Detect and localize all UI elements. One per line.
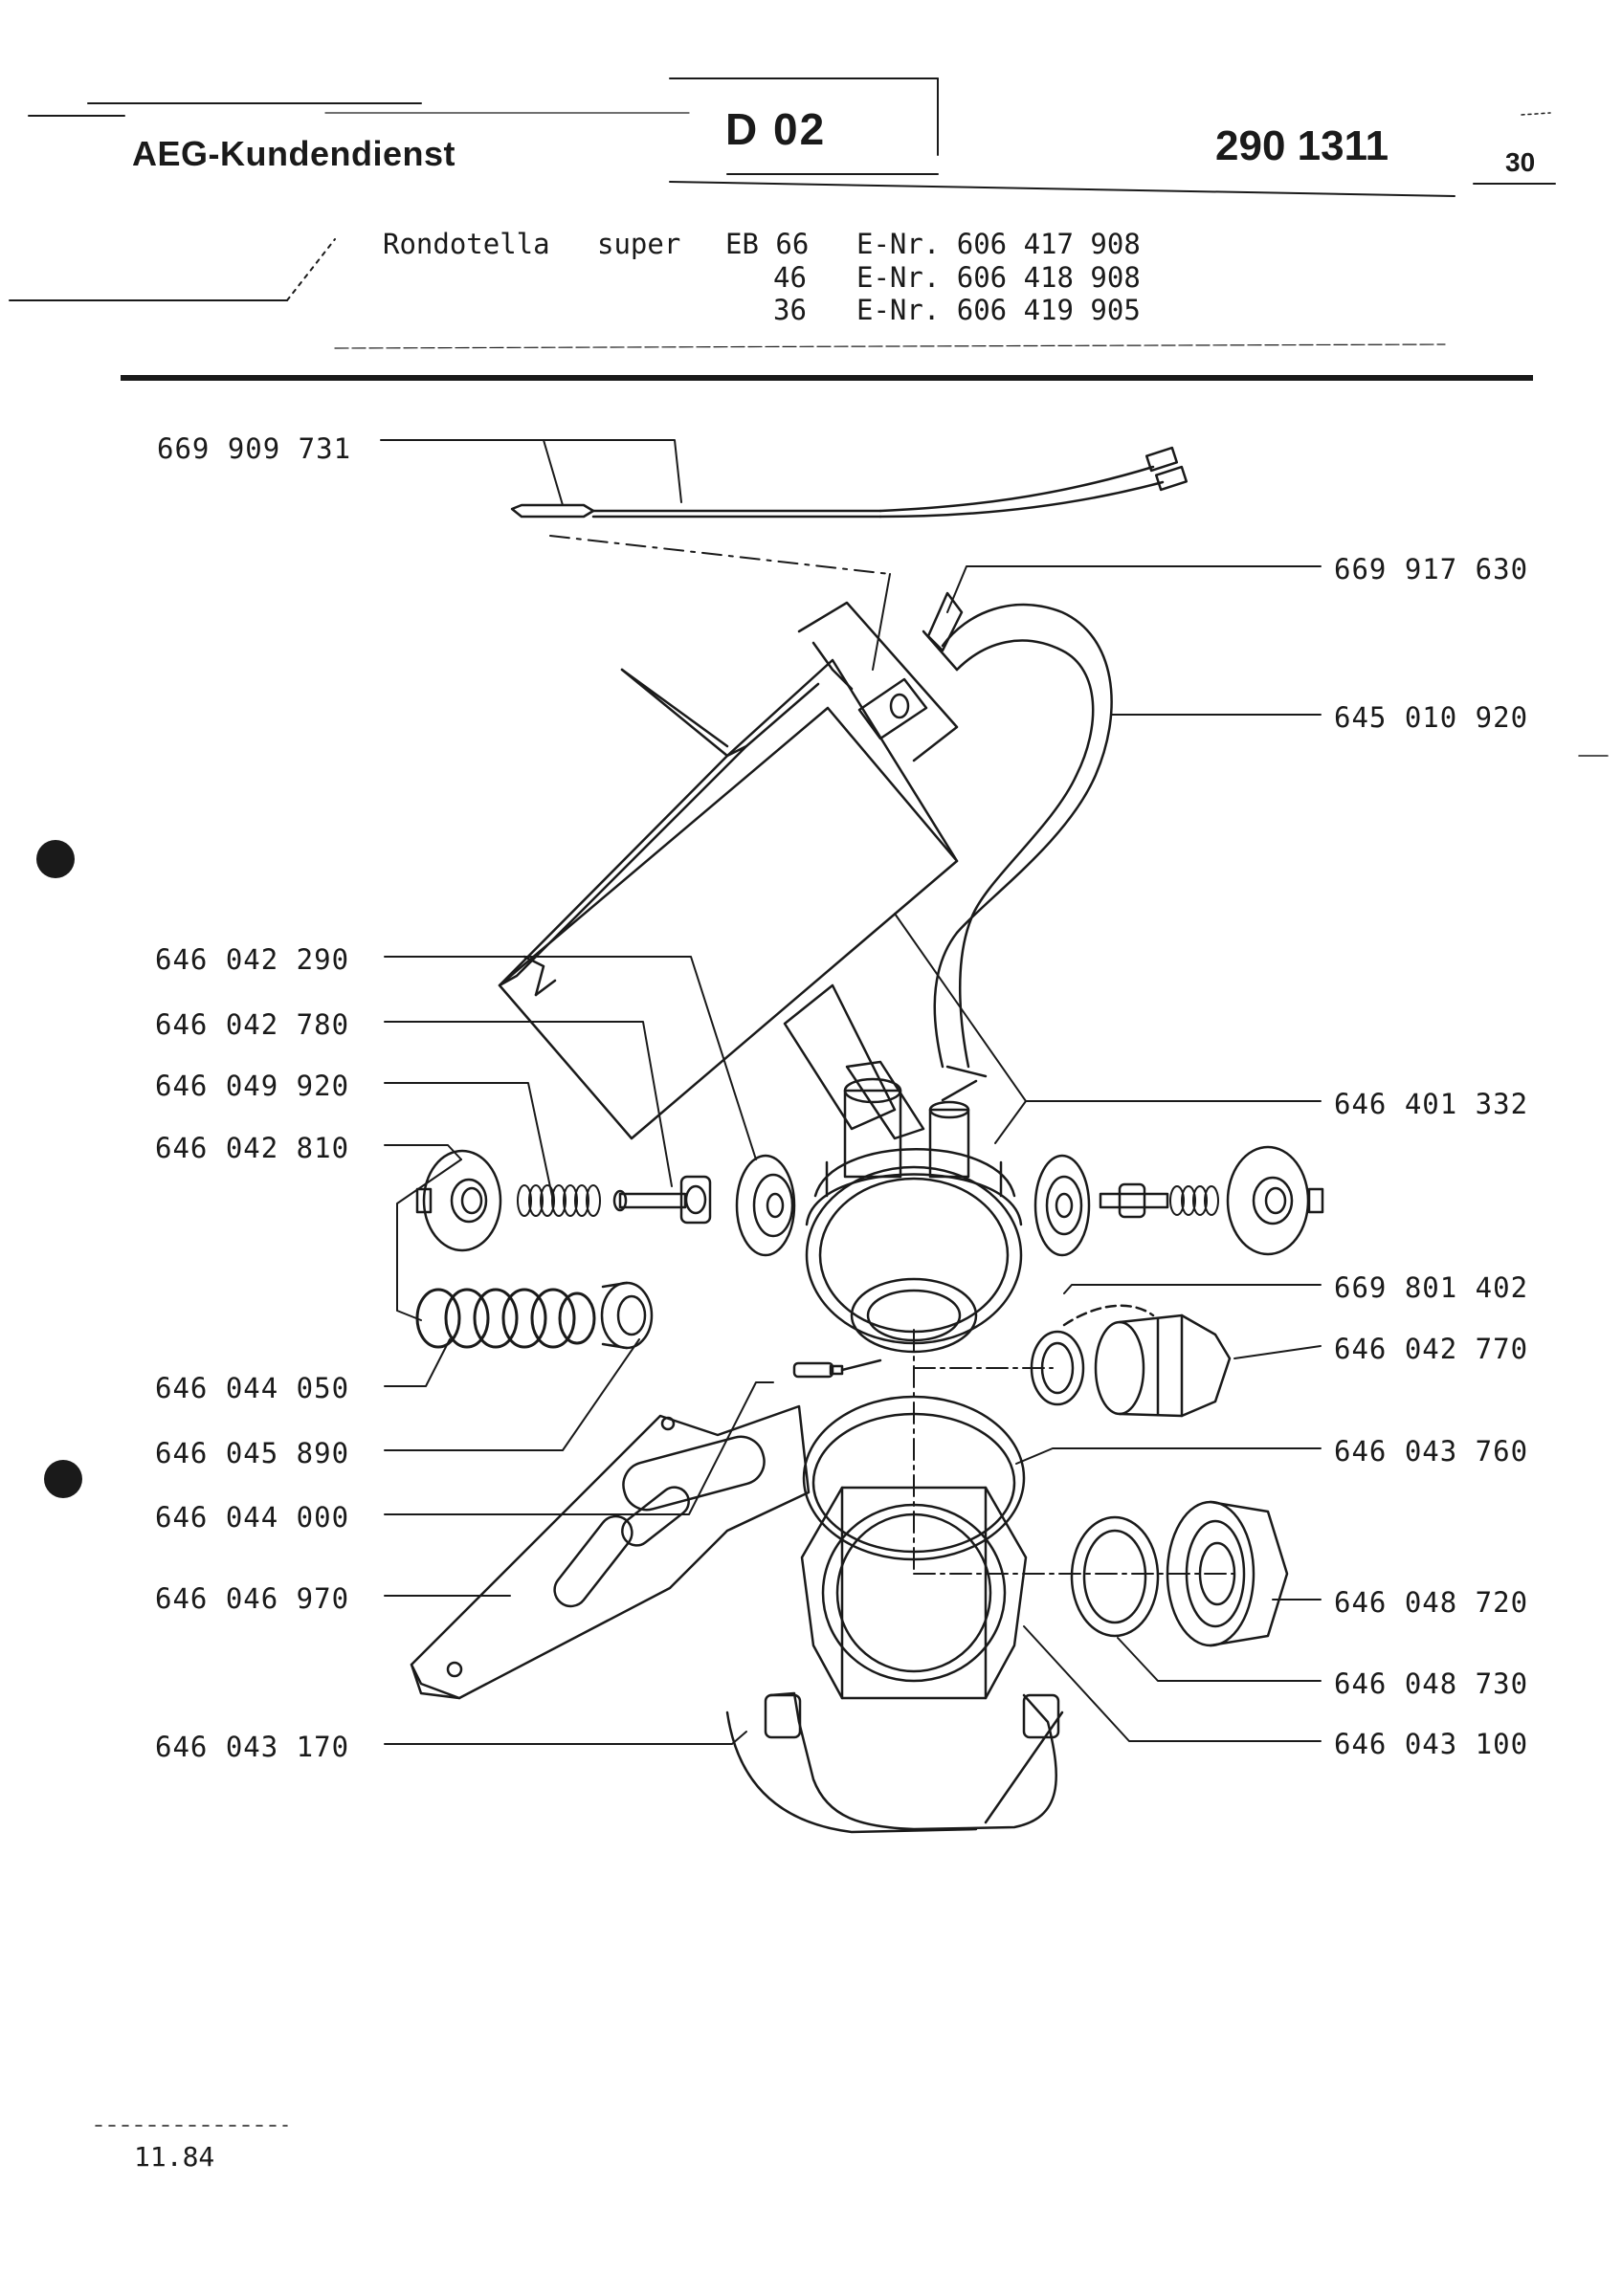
model-type-3: 36: [773, 294, 807, 326]
print-date: 11.84: [134, 2141, 215, 2173]
part-label: 646 042 770: [1334, 1333, 1529, 1365]
valve-cap-right: [1226, 1145, 1324, 1256]
part-label: 646 046 970: [155, 1582, 350, 1615]
spring-small: [517, 1184, 601, 1217]
clamp-bracket: [725, 1691, 1064, 1834]
valve-pin: [612, 1175, 712, 1225]
mounting-bracket: [410, 1404, 811, 1700]
header-rules: [9, 77, 1556, 349]
part-label: 646 044 050: [155, 1372, 350, 1404]
sleeve-part: [600, 1281, 654, 1350]
part-label: 646 042 290: [155, 943, 350, 976]
part-label: 646 401 332: [1334, 1088, 1529, 1120]
part-label: 646 043 170: [155, 1731, 350, 1763]
heater-housing-part: [498, 601, 959, 1140]
small-pin: [792, 1358, 882, 1379]
spring-small-right: [1169, 1185, 1219, 1216]
model-variant: super: [597, 228, 681, 260]
part-label: 646 048 720: [1334, 1586, 1529, 1619]
hex-nut: [800, 1486, 1028, 1700]
valve-cap-left: [415, 1149, 502, 1252]
seal-ring: [1070, 1515, 1160, 1638]
diaphragm-left: [735, 1154, 796, 1257]
spring-large: [415, 1288, 596, 1349]
sensor-cable-part: [510, 446, 1189, 519]
part-label: 646 048 730: [1334, 1667, 1529, 1700]
sealing-ring: [802, 1395, 1026, 1561]
part-label: 646 045 890: [155, 1437, 350, 1469]
part-label: 646 044 000: [155, 1501, 350, 1534]
part-label: 645 010 920: [1334, 701, 1529, 734]
valve-plug: [1094, 1314, 1232, 1418]
part-label: 669 909 731: [157, 432, 352, 465]
diaphragm-right: [1033, 1154, 1169, 1257]
section-code: D 02: [725, 104, 827, 154]
valve-body-part: [805, 1060, 1023, 1354]
o-ring: [1030, 1330, 1085, 1406]
scan-marks: [95, 112, 1609, 2127]
model-enr-1: E-Nr. 606 417 908: [856, 228, 1141, 260]
model-type-1: EB 66: [725, 228, 810, 260]
leader-lines: [380, 439, 1322, 1745]
part-label: 669 917 630: [1334, 553, 1529, 585]
part-label: 646 049 920: [155, 1070, 350, 1102]
model-enr-2: E-Nr. 606 418 908: [856, 261, 1141, 294]
model-type-2: 46: [773, 261, 807, 294]
page-number: 30: [1505, 147, 1536, 177]
part-label: 646 042 810: [155, 1132, 350, 1164]
part-label: 646 043 760: [1334, 1435, 1529, 1468]
document-number: 290 1311: [1215, 122, 1389, 169]
part-label: 646 042 780: [155, 1008, 350, 1041]
punch-hole: [44, 1460, 82, 1498]
arrow-dashed: [1062, 1304, 1155, 1327]
model-name: Rondotella: [383, 228, 550, 260]
brand-title: AEG-Kundendienst: [132, 134, 455, 173]
filter-cap: [1166, 1500, 1289, 1647]
part-label: 646 043 100: [1334, 1728, 1529, 1760]
model-enr-3: E-Nr. 606 419 905: [856, 294, 1141, 326]
punch-hole: [36, 840, 75, 878]
part-label: 669 801 402: [1334, 1271, 1529, 1304]
water-hose-part: [922, 591, 1113, 1102]
header-divider: [121, 375, 1533, 381]
